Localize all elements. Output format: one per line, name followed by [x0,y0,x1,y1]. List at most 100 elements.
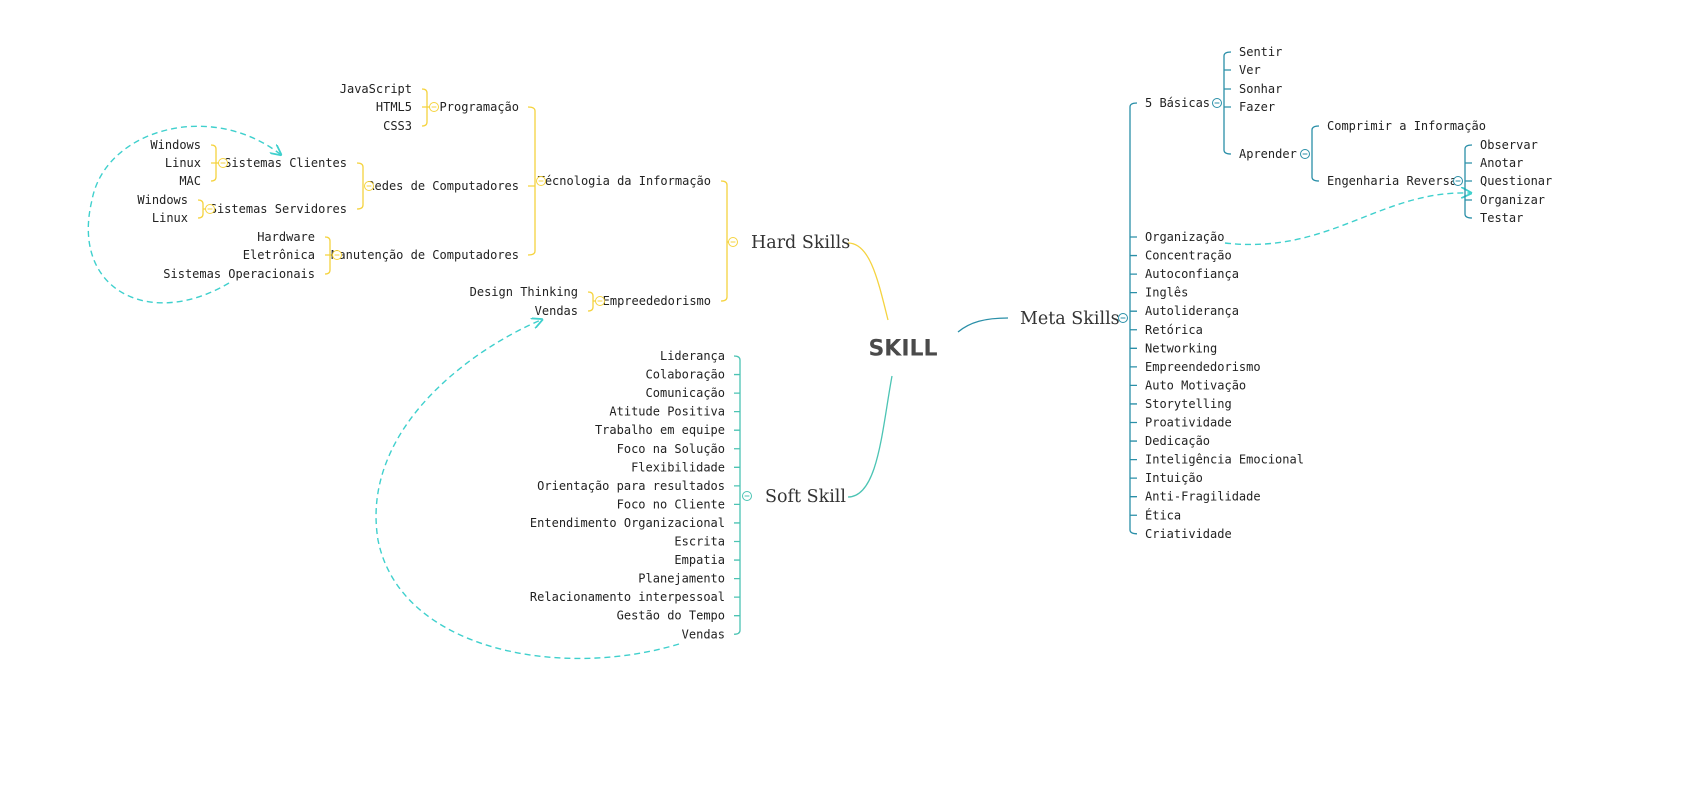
topic-label[interactable]: Fazer [1239,100,1275,114]
topic-label[interactable]: Concentração [1145,249,1232,263]
main-topic-soft-skill[interactable]: Soft Skill [765,487,846,507]
collapse-icon[interactable] [536,176,546,186]
topic-label[interactable]: Relacionamento interpessoal [530,590,725,604]
relationship-sistemas-operacionais-to-clientes[interactable] [87,125,280,304]
collapse-icon[interactable] [728,237,738,247]
topic-label[interactable]: Autoconfiança [1145,267,1239,281]
topic-label[interactable]: Vendas [682,627,725,641]
topic-label[interactable]: Vendas [535,304,578,318]
collapse-icon[interactable] [364,181,374,191]
topic-label[interactable]: Intuição [1145,471,1203,485]
topic-label[interactable]: MAC [179,174,201,188]
topic-label[interactable]: Ética [1145,507,1181,522]
topic-programacao[interactable]: Programação [440,100,519,114]
topic-tecnologia[interactable]: Técnologia da Informação [538,174,711,188]
topic-label[interactable]: Criatividade [1145,527,1232,541]
topic-label[interactable]: Autoliderança [1145,304,1239,318]
topic-label[interactable]: Organizar [1480,193,1545,207]
branch-bracket [1223,51,1232,155]
branch-bracket [421,88,428,127]
relationship-organizacao-to-organizar[interactable] [1224,193,1470,246]
branch-bracket [733,355,741,635]
topic-label[interactable]: Flexibilidade [631,460,725,474]
topic-label[interactable]: Observar [1480,138,1538,152]
topic-label[interactable]: Design Thinking [470,285,578,299]
main-topic-meta-skills[interactable]: Meta Skills [1020,309,1120,329]
topic-label[interactable]: Linux [152,211,188,225]
collapse-icon[interactable] [742,491,752,501]
topic-label[interactable]: Foco no Cliente [617,497,725,511]
topic-label[interactable]: Gestão do Tempo [617,609,725,623]
topic-label[interactable]: Hardware [257,230,315,244]
topic-label[interactable]: Auto Motivação [1145,378,1246,392]
topic-empreendedorismo[interactable]: Empreededorismo [603,294,711,308]
root-topic[interactable]: SKILL [868,337,937,362]
collapse-icon[interactable] [1300,149,1310,159]
topic-label[interactable]: Atitude Positiva [609,405,725,419]
topic-label[interactable]: Liderança [660,349,725,363]
topic-label[interactable]: Sentir [1239,45,1282,59]
topic-label[interactable]: Colaboração [646,368,725,382]
topic-label[interactable]: Orientação para resultados [537,479,725,493]
topic-label[interactable]: Entendimento Organizacional [530,516,725,530]
topic-label[interactable]: Linux [165,156,201,170]
topic-label[interactable]: HTML5 [376,100,412,114]
topic-label[interactable]: Questionar [1480,174,1552,188]
collapse-icon[interactable] [218,158,228,168]
collapse-icon[interactable] [205,204,215,214]
branch-bracket [587,291,594,312]
topic-label[interactable]: Planejamento [638,572,725,586]
topic-label[interactable]: Windows [150,138,201,152]
topic-manutencao[interactable]: Manutenção de Computadores [331,248,519,262]
relationship-vendas-to-vendas[interactable] [375,320,680,660]
collapse-icon[interactable] [332,250,342,260]
collapse-icon[interactable] [1453,176,1463,186]
topic-label[interactable]: Inglês [1145,286,1188,300]
topic-label[interactable]: Foco na Solução [617,442,725,456]
topic-label[interactable]: Dedicação [1145,434,1210,448]
topic-aprender[interactable]: Aprender [1239,147,1297,161]
topic-label[interactable]: Testar [1480,211,1523,225]
topic-label[interactable]: Trabalho em equipe [595,423,725,437]
topic-label[interactable]: Ver [1239,63,1261,77]
main-topic-hard-skills[interactable]: Hard Skills [751,233,850,253]
topic-sistemas-clientes[interactable]: Sistemas Clientes [224,156,347,170]
branch-bracket [527,106,536,256]
topic-5-basicas[interactable]: 5 Básicas [1145,96,1210,110]
branch-bracket [197,199,204,219]
topic-comprimir[interactable]: Comprimir a Informação [1327,119,1486,133]
root-connector-meta [957,317,1009,333]
collapse-icon[interactable] [1212,98,1222,108]
branch-bracket [210,144,217,182]
topic-label[interactable]: Anti-Fragilidade [1145,490,1261,504]
topic-label[interactable]: Empreendedorismo [1145,360,1261,374]
topic-label[interactable]: Windows [137,193,188,207]
topic-label[interactable]: CSS3 [383,119,412,133]
topic-label[interactable]: Anotar [1480,156,1523,170]
topic-label[interactable]: Proatividade [1145,416,1232,430]
root-connector-soft [847,375,893,498]
collapse-icon[interactable] [1118,313,1128,323]
topic-label[interactable]: Sistemas Operacionais [163,267,315,281]
topic-label[interactable]: Eletrônica [243,248,315,262]
relationship-layer [87,125,1470,660]
collapse-icon[interactable] [429,102,439,112]
topic-label[interactable]: Organização [1145,230,1224,244]
topic-label[interactable]: Networking [1145,341,1217,355]
topic-label[interactable]: JavaScript [340,82,412,96]
topic-label[interactable]: Empatia [674,553,725,567]
topic-label[interactable]: Storytelling [1145,397,1232,411]
collapse-icon[interactable] [595,296,605,306]
topic-engenharia-reversa[interactable]: Engenharia Reversa [1327,174,1457,188]
topic-label[interactable]: Escrita [674,535,725,549]
topic-label[interactable]: Retórica [1145,323,1203,337]
topic-label[interactable]: Sonhar [1239,82,1282,96]
topic-label[interactable]: Comunicação [646,386,725,400]
topic-sistemas-servidores[interactable]: Sistemas Servidores [210,202,347,216]
topic-redes[interactable]: Redes de Computadores [367,179,519,193]
topic-label[interactable]: Inteligência Emocional [1145,453,1304,467]
branch-bracket [1464,144,1473,219]
connector-layer [197,51,1473,635]
